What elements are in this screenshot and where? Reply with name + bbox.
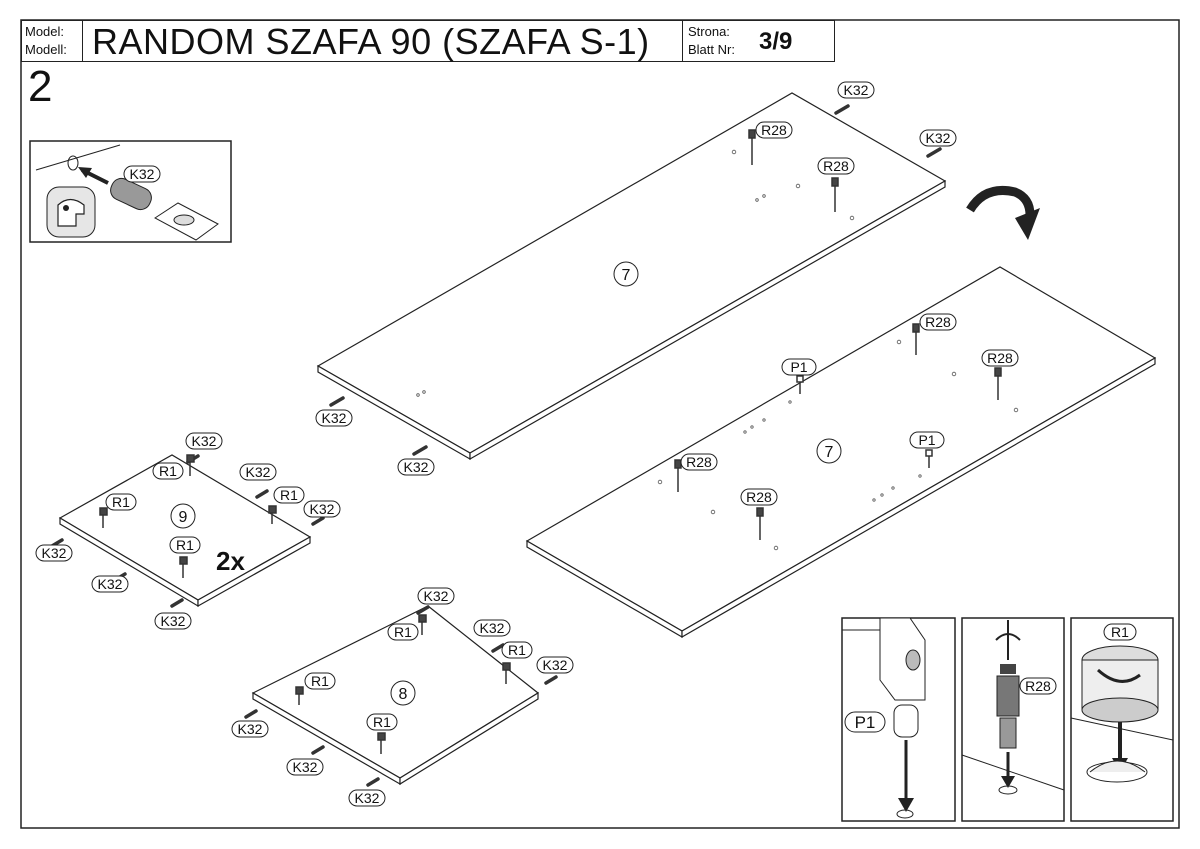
- strona-label: Strona:: [688, 24, 730, 39]
- detail-p1-box: [841, 617, 956, 822]
- page-title: RANDOM SZAFA 90 (SZAFA S-1): [92, 21, 650, 62]
- header-title-cell: RANDOM SZAFA 90 (SZAFA S-1): [82, 20, 683, 62]
- blatt-label: Blatt Nr:: [688, 42, 735, 57]
- holes: [416, 149, 1019, 551]
- screwdriver-icon: [995, 633, 1021, 641]
- modell-label: Modell:: [25, 42, 67, 57]
- detail-r28-box: [961, 617, 1065, 822]
- panel-9: [58, 454, 312, 608]
- detail-dowel-inset: [29, 140, 232, 243]
- panel-8: [251, 605, 540, 786]
- header-page-cell: Strona: Blatt Nr: 3/9: [682, 20, 835, 62]
- step-number: 2: [28, 62, 53, 111]
- model-label: Model:: [25, 24, 65, 39]
- fasteners: [99, 129, 1002, 754]
- detail-r1-box: [1070, 617, 1174, 822]
- header-model-cell: Model: Modell:: [21, 20, 83, 62]
- rotate-arrow-icon: [966, 186, 1040, 240]
- page-number: 3/9: [759, 28, 793, 55]
